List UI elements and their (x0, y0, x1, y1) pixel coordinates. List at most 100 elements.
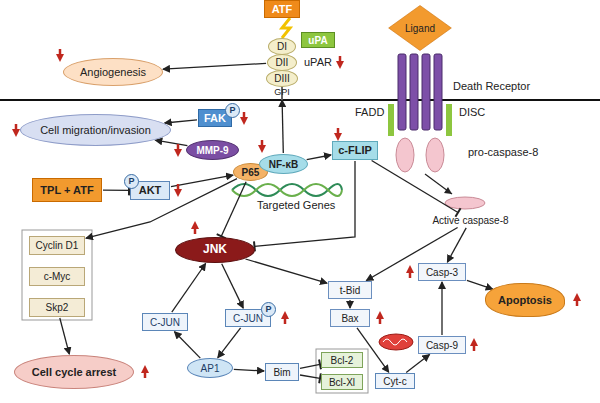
domain-oval: DII (267, 54, 297, 71)
node-text: Cyclin D1 (36, 240, 79, 251)
node-text: DII (276, 57, 289, 68)
bcl-group (316, 349, 368, 393)
activation-arrow (165, 120, 197, 123)
inhibition-line (300, 364, 320, 368)
caspase-label: Active caspase-8 (430, 213, 511, 227)
activation-arrow (60, 318, 70, 354)
node-text: Angiogenesis (80, 66, 146, 78)
node-text: Bcl-2 (331, 355, 354, 366)
node-text: C-JUN (233, 313, 263, 324)
protein-box: Bim (265, 363, 299, 381)
node-text: JNK (203, 243, 227, 256)
node-text: Bcl-Xl (329, 377, 355, 388)
activation-arrow (441, 282, 442, 335)
kinase-oval: JNK (175, 237, 255, 263)
activation-arrow (406, 355, 429, 373)
activation-arrow (218, 328, 241, 358)
increase-arrow (144, 369, 147, 378)
outcome-oval: Cell cycle arrest (14, 355, 134, 389)
decrease-arrow (59, 49, 62, 58)
node-text: Active caspase-8 (432, 215, 508, 226)
activation-arrow (282, 100, 283, 153)
node-text: AP1 (201, 363, 220, 374)
inhibition-line (372, 161, 458, 213)
node-text: uPA (308, 35, 327, 46)
mitochondrion (379, 334, 413, 350)
outcome-oval: Angiogenesis (63, 58, 163, 86)
fadd-bars (388, 104, 452, 136)
node-text: Apoptosis (498, 294, 552, 306)
increase-arrow (194, 225, 197, 234)
node-text: Casp-9 (426, 340, 458, 351)
activation-arrow (86, 179, 237, 239)
complex-label: DISC (459, 106, 485, 118)
phospho-mark: P (261, 302, 276, 317)
activation-arrow (307, 155, 331, 160)
receptor-label: Death Receptor (453, 80, 530, 92)
caspase-box: Casp-9 (418, 336, 466, 354)
cell-membrane (0, 99, 600, 101)
decrease-arrow (243, 112, 246, 121)
increase-arrow (284, 315, 287, 324)
activation-arrow (172, 264, 206, 313)
node-text: FAK (204, 112, 226, 124)
outcome-cloud: Apoptosis (485, 283, 565, 317)
decrease-arrow (177, 144, 180, 153)
inhibition-line (300, 375, 320, 378)
protein-box: Bax (330, 309, 370, 327)
node-text: AKT (139, 184, 162, 196)
factor-box: C-JUN (142, 313, 188, 331)
dna-helix (232, 184, 342, 196)
pro-caspase-8 (396, 138, 444, 172)
factor-oval: NF-κB (259, 154, 308, 174)
activation-arrow (222, 264, 244, 308)
inhibition-line (255, 161, 356, 246)
node-text: Cyt-c (383, 376, 406, 387)
enzyme-oval: MMP-9 (186, 140, 239, 160)
domain-oval: DI (268, 38, 296, 55)
activation-arrow (349, 300, 350, 308)
node-text: Skp2 (46, 302, 69, 313)
lightning-bolt (282, 18, 290, 38)
protein-box: t-Bid (328, 281, 372, 299)
gene-box: Skp2 (29, 298, 85, 317)
decrease-arrow (177, 184, 180, 193)
phospho-mark: P (225, 103, 240, 118)
increase-arrow (473, 342, 476, 351)
activation-arrow (467, 280, 493, 289)
increase-arrow (576, 297, 579, 306)
outcome-oval: Cell migration/invasion (20, 114, 171, 146)
decrease-arrow (261, 140, 264, 149)
protein-box: Bcl-2 (321, 352, 363, 368)
protein-box: Cyt-c (375, 373, 415, 389)
node-text: Bim (273, 367, 290, 378)
node-text: TPL + ATF (40, 184, 93, 196)
activation-arrow (175, 332, 201, 358)
decrease-arrow (15, 124, 18, 133)
decrease-arrow (337, 128, 340, 137)
activation-arrow (246, 259, 328, 283)
phospho-mark: P (124, 174, 139, 189)
node-text: c-Myc (44, 271, 71, 282)
node-text: C-JUN (150, 317, 180, 328)
node-text: P65 (242, 167, 260, 178)
node-text: c-FLIP (338, 144, 372, 156)
node-text: NF-κB (269, 159, 298, 170)
atf-box: ATF (264, 0, 300, 18)
activation-arrow (163, 63, 266, 69)
increase-arrow (409, 269, 412, 278)
node-text: Cell migration/invasion (40, 124, 151, 136)
increase-arrow (379, 315, 382, 324)
activation-arrow (234, 369, 264, 371)
inhibition-line (103, 190, 129, 191)
node-text: MMP-9 (196, 145, 228, 156)
node-text: Bax (341, 313, 358, 324)
activation-arrow (447, 228, 466, 262)
node-text: t-Bid (340, 285, 361, 296)
protein-box: Bcl-Xl (321, 374, 363, 390)
treatment-box: TPL + ATF (32, 178, 102, 202)
gene-group (22, 230, 92, 320)
gene-box: c-Myc (29, 267, 85, 286)
activation-arrow (155, 140, 187, 146)
